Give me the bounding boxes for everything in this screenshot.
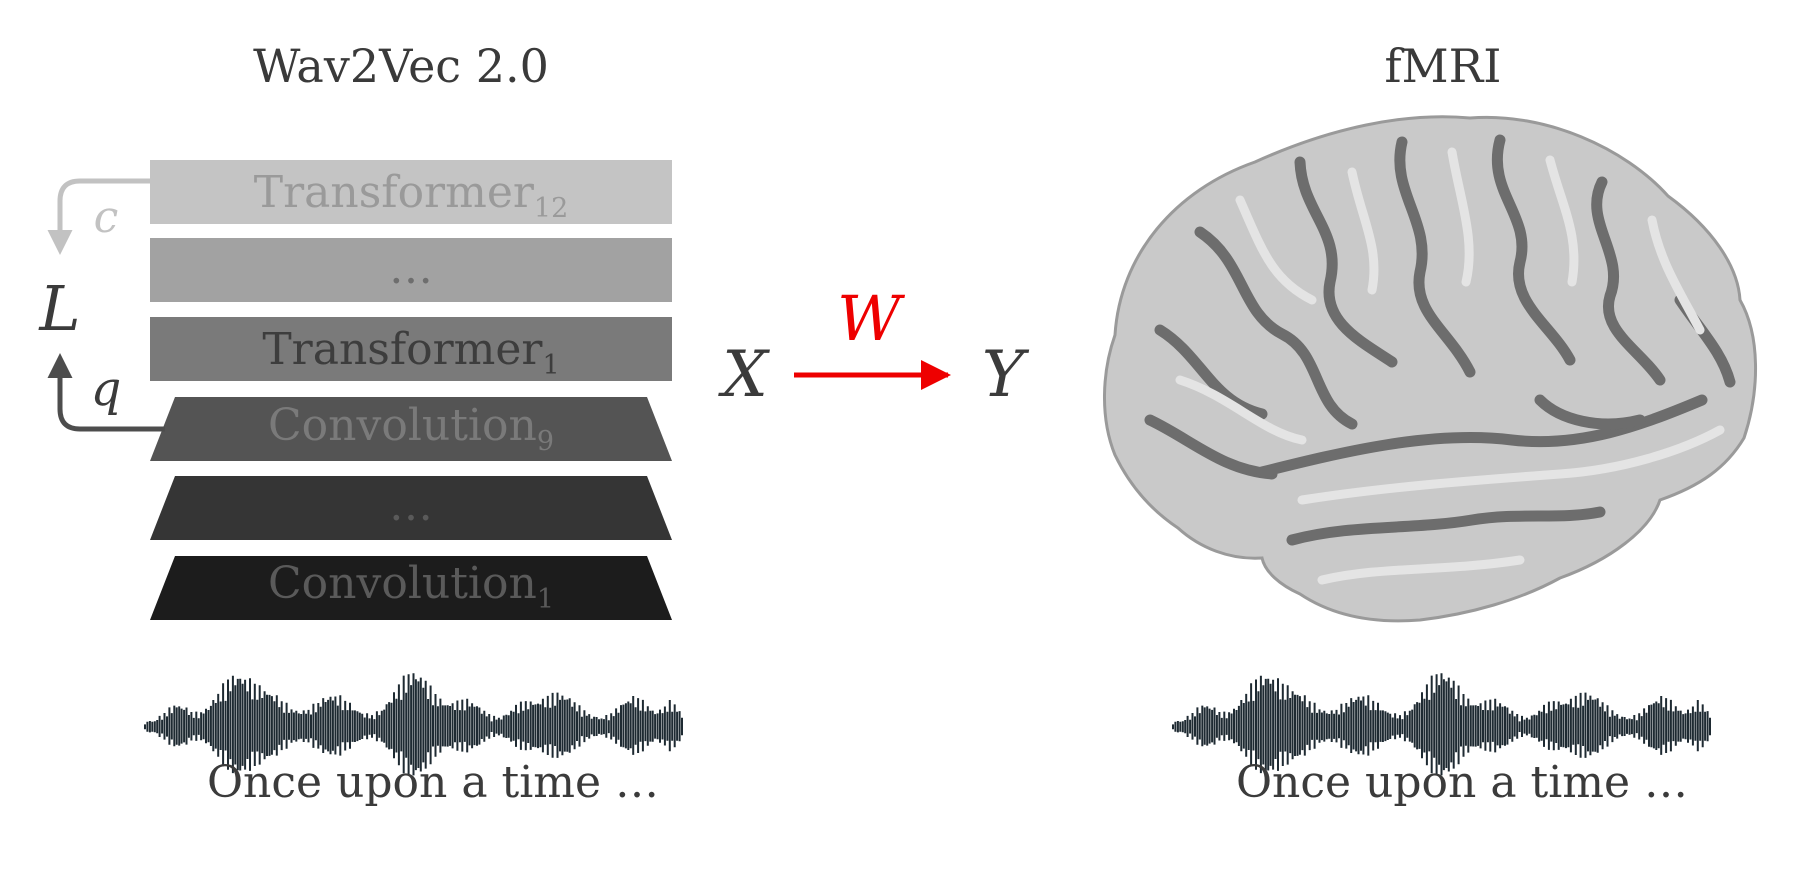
layer-shape bbox=[150, 160, 672, 224]
brain-sulci bbox=[1144, 134, 1736, 546]
layer-label-subscript: 1 bbox=[537, 584, 554, 615]
loss-symbol: L bbox=[38, 272, 80, 345]
brain-icon bbox=[1103, 115, 1758, 623]
right-caption: Once upon a time … bbox=[1236, 757, 1688, 808]
layer-transformer-1: Transformer1 bbox=[150, 317, 672, 381]
layer-label-base: Transformer bbox=[254, 167, 535, 218]
layer-label-base: Convolution bbox=[268, 400, 537, 451]
x-symbol: X bbox=[717, 338, 770, 412]
waveform-trace bbox=[144, 673, 683, 776]
layer-label-base: Convolution bbox=[268, 558, 537, 609]
waveform-trace bbox=[1172, 673, 1711, 776]
layer-label: Convolution9 bbox=[268, 400, 554, 457]
layer-transformer-12: Transformer12 bbox=[150, 160, 672, 224]
layer-label-subscript: 1 bbox=[542, 350, 559, 381]
layer-convolution-9: Convolution9 bbox=[150, 397, 672, 461]
layer-label-subscript: 9 bbox=[537, 426, 554, 457]
brain-outline bbox=[1103, 115, 1758, 623]
wav2vec-layer-stack: Transformer12 … Transformer1 Convolution… bbox=[150, 160, 672, 620]
right-title: fMRI bbox=[1385, 39, 1502, 93]
layer-shape bbox=[150, 397, 672, 461]
layer-transformer-dots: … bbox=[150, 238, 672, 302]
layer-convolution-dots: … bbox=[150, 476, 672, 540]
quantized-symbol: q bbox=[91, 361, 122, 417]
layer-shape bbox=[150, 556, 672, 620]
layer-label: Transformer12 bbox=[254, 167, 569, 224]
brain-gyri bbox=[1175, 147, 1725, 585]
left-title: Wav2Vec 2.0 bbox=[253, 39, 549, 93]
layer-label: … bbox=[389, 480, 433, 531]
layer-label-base: … bbox=[389, 243, 433, 294]
w-symbol: W bbox=[837, 282, 905, 355]
layer-label: Convolution1 bbox=[268, 558, 554, 615]
context-symbol: c bbox=[94, 192, 119, 243]
layer-shape bbox=[150, 238, 672, 302]
layer-shape bbox=[150, 317, 672, 381]
audio-waveform-icon bbox=[1172, 673, 1711, 776]
layer-convolution-1: Convolution1 bbox=[150, 556, 672, 620]
layer-label: … bbox=[389, 243, 433, 294]
layer-label-subscript: 12 bbox=[534, 193, 568, 224]
y-symbol: Y bbox=[982, 338, 1030, 412]
layer-shape bbox=[150, 476, 672, 540]
quantized-arrow bbox=[47, 353, 165, 432]
audio-waveform-icon bbox=[144, 673, 683, 776]
layer-label-base: Transformer bbox=[262, 324, 543, 375]
context-arrow bbox=[47, 178, 150, 255]
left-caption: Once upon a time … bbox=[207, 757, 659, 808]
layer-label: Transformer1 bbox=[262, 324, 559, 381]
layer-label-base: … bbox=[389, 480, 433, 531]
